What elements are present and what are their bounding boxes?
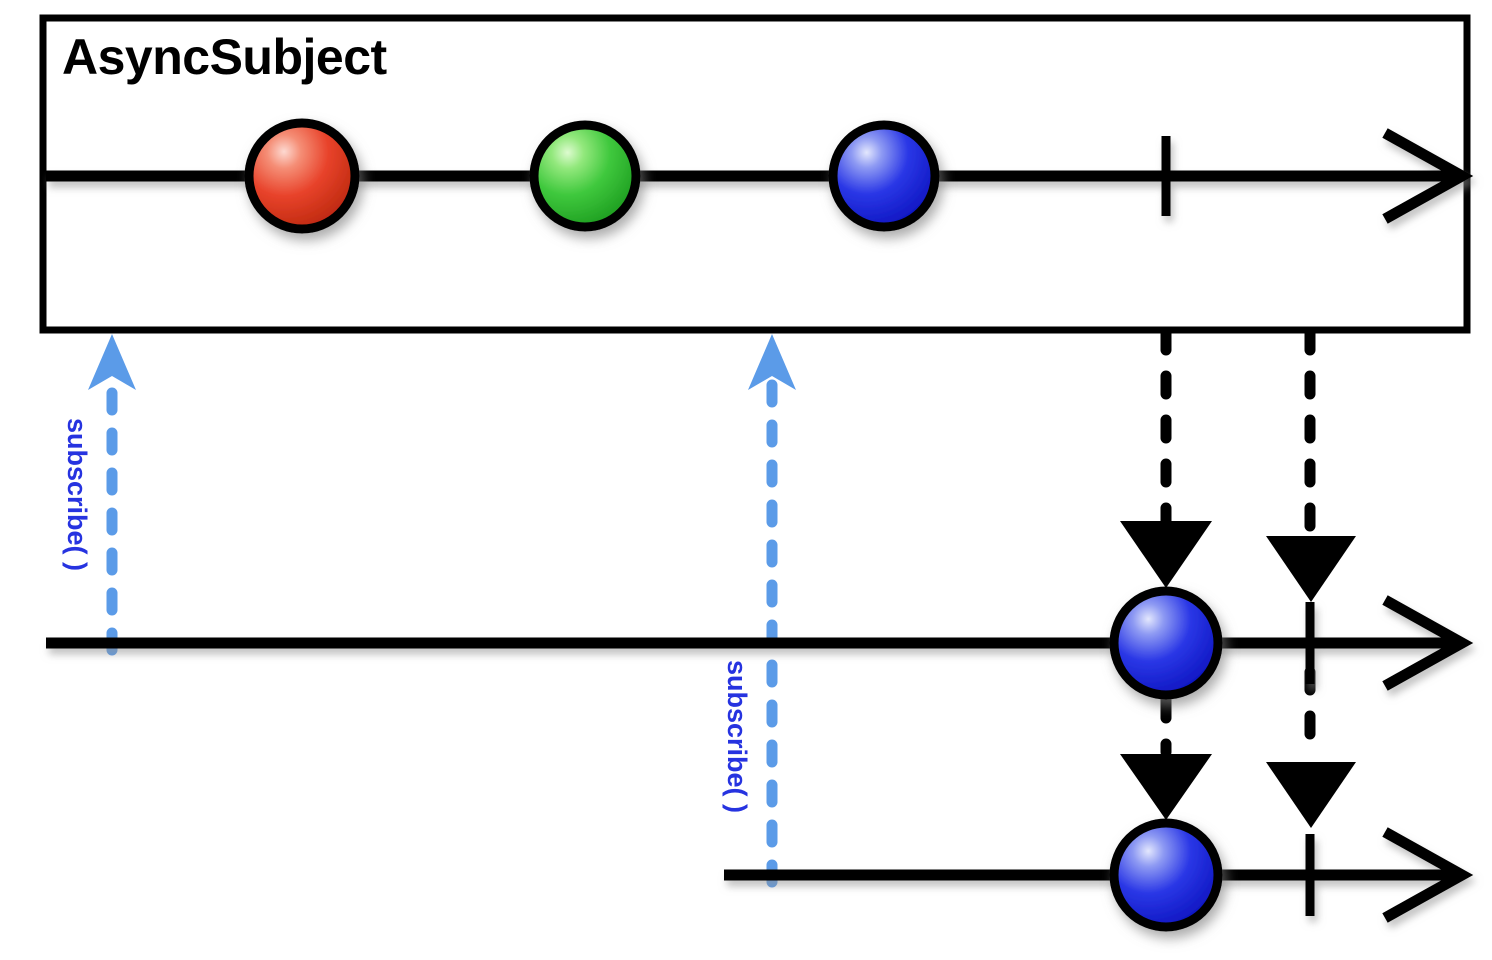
first-output-arrowhead bbox=[1382, 595, 1474, 691]
complete-drop-1-head bbox=[1266, 536, 1356, 602]
complete-drop-to-first-output bbox=[1266, 326, 1356, 602]
source-marbles bbox=[244, 118, 940, 234]
subscribe-arrow-1-head bbox=[88, 334, 136, 390]
value-drop-2-head bbox=[1120, 754, 1212, 820]
subscribe-label-1: subscribe( ) bbox=[62, 418, 92, 572]
first-output-blue-marble bbox=[1109, 586, 1223, 700]
complete-drop-2-head bbox=[1266, 762, 1356, 828]
page-title: AsyncSubject bbox=[62, 29, 387, 85]
value-drop-to-first-output bbox=[1120, 326, 1212, 588]
second-subscriber-output bbox=[724, 827, 1474, 923]
first-subscriber-output bbox=[46, 595, 1474, 691]
subscribe-label-2: subscribe( ) bbox=[722, 660, 752, 814]
subscribe-arrow-2-head bbox=[748, 334, 796, 390]
value-drop-to-second-output bbox=[1120, 694, 1212, 820]
second-output-blue-marble bbox=[1109, 818, 1223, 932]
complete-drop-to-second-output bbox=[1266, 666, 1356, 828]
subscribe-arrow-1 bbox=[88, 334, 136, 656]
second-output-arrowhead bbox=[1382, 827, 1474, 923]
value-drop-1-head bbox=[1120, 521, 1212, 588]
green-marble bbox=[529, 120, 641, 232]
blue-marble bbox=[828, 120, 940, 232]
red-marble bbox=[244, 118, 360, 234]
subscribe-arrow-2 bbox=[748, 334, 796, 888]
source-timeline-arrowhead bbox=[1382, 128, 1474, 224]
